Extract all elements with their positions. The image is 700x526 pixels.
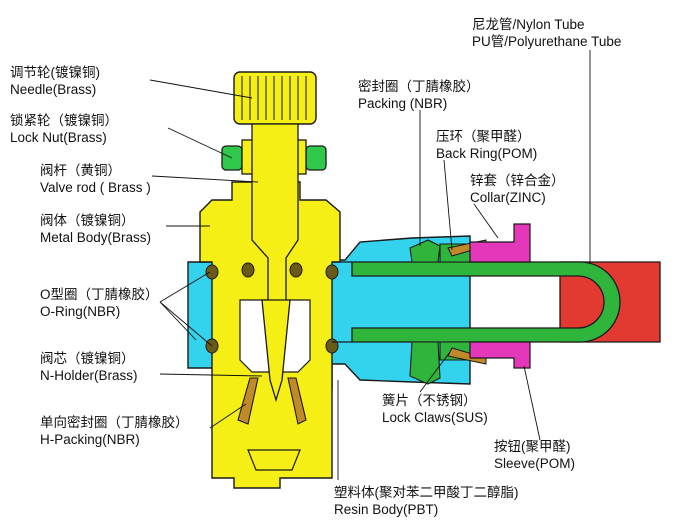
label-tube: 尼龙管/Nylon Tube PU管/Polyurethane Tube [472,16,621,50]
bottom-nose [247,449,301,471]
label-sleeve: 按钮(聚甲醛) Sleeve(POM) [494,438,575,472]
label-packing: 密封圈（丁腈橡胶） Packing (NBR) [358,78,480,112]
label-resin-body-en: Resin Body(PBT) [334,502,439,517]
label-needle-en: Needle(Brass) [10,82,97,97]
packing-lower [409,341,441,385]
label-back-ring: 压环（聚甲醛） Back Ring(POM) [436,128,537,162]
leader-line [151,175,259,183]
label-tube-nylon: 尼龙管/Nylon Tube [472,17,585,32]
needle-tip-shape [261,299,291,403]
label-tube-pu: PU管/Polyurethane Tube [472,34,622,49]
label-packing-en: Packing (NBR) [358,96,448,111]
label-lock-claws: 簧片（不锈钢） Lock Claws(SUS) [382,392,488,426]
h-packing-left [237,377,259,425]
leader-line [443,159,453,251]
label-n-holder: 阀芯（镀镍铜） N-Holder(Brass) [40,350,138,384]
label-collar-cn: 锌套（锌合金） [470,173,565,188]
label-valve-rod: 阀杆（黄铜） Valve rod ( Brass ) [40,162,151,196]
leader-line [159,301,197,341]
label-sleeve-en: Sleeve(POM) [494,456,576,471]
label-lock-nut: 锁紧轮（镀镍铜） Lock Nut(Brass) [10,112,118,146]
label-packing-cn: 密封圈（丁腈橡胶） [358,79,480,94]
o-ring-mark [325,264,339,280]
label-valve-rod-en: Valve rod ( Brass ) [40,180,151,195]
leader-line [419,351,451,393]
label-lock-nut-en: Lock Nut(Brass) [10,130,107,145]
label-back-ring-cn: 压环（聚甲醛） [436,129,531,144]
o-ring-mark [325,338,339,354]
packing-upper [409,239,441,263]
leader-line [523,365,541,441]
label-h-packing-en: H-Packing(NBR) [40,432,140,447]
label-o-ring-en: O-Ring(NBR) [40,304,121,319]
label-lock-claws-en: Lock Claws(SUS) [382,410,488,425]
label-metal-body-en: Metal Body(Brass) [40,230,152,245]
leader-line [209,403,247,429]
nylon-tube-end [351,261,621,343]
label-o-ring: O型圈（丁腈橡胶） O-Ring(NBR) [40,286,159,320]
lock-nut-right [305,145,327,171]
label-sleeve-cn: 按钮(聚甲醛) [494,439,571,454]
sleeve-lower [469,341,531,369]
leader-line [159,301,213,347]
label-o-ring-cn: O型圈（丁腈橡胶） [40,287,159,302]
needle-knob-shape [233,71,317,125]
label-n-holder-cn: 阀芯（镀镍铜） [40,351,135,366]
label-resin-body-cn: 塑料体(聚对苯二甲酸丁二醇脂) [334,485,519,500]
label-collar-en: Collar(ZINC) [470,190,546,205]
label-needle: 调节轮(镀镍铜) Needle(Brass) [10,64,100,98]
label-h-packing-cn: 单向密封圈（丁腈橡胶） [40,415,189,430]
leader-line [167,127,233,159]
leader-line [473,203,499,239]
label-lock-claws-cn: 簧片（不锈钢） [382,393,477,408]
label-needle-cn: 调节轮(镀镍铜) [10,65,100,80]
h-packing-right [287,377,307,425]
label-metal-body: 阀体（镀镍铜） Metal Body(Brass) [40,212,151,246]
label-n-holder-en: N-Holder(Brass) [40,368,138,383]
leader-line [159,373,263,377]
o-rings [205,262,339,354]
label-collar: 锌套（锌合金） Collar(ZINC) [470,172,565,206]
label-metal-body-cn: 阀体（镀镍铜） [40,213,135,228]
label-lock-nut-cn: 锁紧轮（镀镍铜） [10,113,118,128]
o-ring-mark [289,262,303,278]
label-h-packing: 单向密封圈（丁腈橡胶） H-Packing(NBR) [40,414,189,448]
leader-line [159,271,211,303]
leader-line [149,79,253,99]
label-valve-rod-cn: 阀杆（黄铜） [40,163,121,178]
sleeve-upper [469,223,531,263]
label-back-ring-en: Back Ring(POM) [436,146,538,161]
o-ring-mark [241,262,255,278]
leader-lines [149,50,591,480]
label-resin-body: 塑料体(聚对苯二甲酸丁二醇脂) Resin Body(PBT) [334,484,519,518]
o-ring-mark [205,264,219,280]
